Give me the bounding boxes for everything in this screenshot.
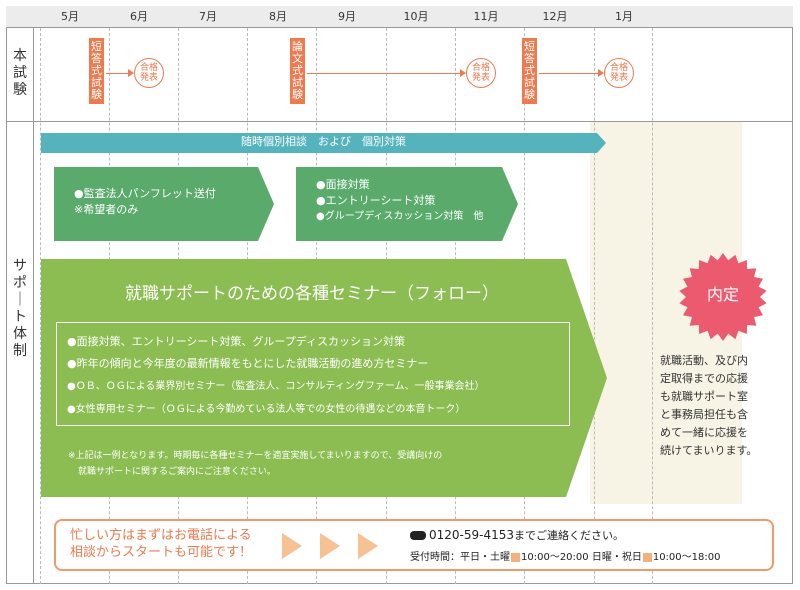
interview-text: ●面接対策 ●エントリーシート対策 ●グループディスカッション対策 他 bbox=[316, 177, 483, 225]
month-label: 1月 bbox=[615, 10, 633, 23]
result-announcement-circle: 合格発表 bbox=[466, 58, 496, 88]
naitei-line: 定取得までの応援 bbox=[660, 372, 748, 385]
interview-item: ●エントリーシート対策 bbox=[316, 194, 436, 207]
arrow-line bbox=[307, 73, 462, 74]
hours-label: 受付時間：平日・土曜 bbox=[410, 552, 510, 563]
result-announcement-circle: 合格発表 bbox=[134, 58, 164, 88]
pamphlet-item: ●監査法人パンフレット送付 bbox=[74, 187, 216, 200]
naitei-line: 続けてまいります。 bbox=[660, 444, 758, 457]
pamphlet-text: ●監査法人パンフレット送付 ※希望者のみ bbox=[74, 186, 216, 218]
seminar-note: 就職サポートに関するご案内にご注意ください。 bbox=[78, 467, 276, 477]
naitei-line: めて一緒に応援を bbox=[660, 426, 748, 439]
arrow-head bbox=[598, 69, 604, 77]
month-label: 11月 bbox=[473, 10, 499, 23]
play-arrows-icon bbox=[282, 533, 378, 559]
seminar-item: ●面接対策、エントリーシート対策、グループディスカッション対策 bbox=[67, 335, 405, 348]
hours-holiday: 10:00～18:00 bbox=[652, 552, 721, 563]
exam-tag-short-answer: 短答式試験 bbox=[89, 38, 104, 104]
seminar-item: ●ＯＢ、ＯＧによる業界別セミナー（監査法人、コンサルティングファーム、一般事業会… bbox=[67, 381, 485, 392]
month-label: 7月 bbox=[199, 10, 217, 23]
seminar-title: 就職サポートのための各種セミナー（フォロー） bbox=[125, 284, 499, 304]
interview-item: ●面接対策 bbox=[316, 178, 370, 191]
month-divider bbox=[652, 28, 653, 584]
exam-tag-short-answer: 短答式試験 bbox=[522, 38, 537, 104]
phone-lead: 忙しい方はまずはお電話による 相談からスタートも可能です！ bbox=[70, 527, 252, 561]
interview-item: ●グループディスカッション対策 他 bbox=[316, 211, 484, 222]
month-label: 10月 bbox=[403, 10, 429, 23]
consultation-banner-shape bbox=[41, 133, 606, 153]
month-divider bbox=[40, 28, 41, 584]
row-label-support: サポ｜ト体制 bbox=[13, 258, 27, 359]
month-label: 6月 bbox=[130, 10, 148, 23]
phone-lead-line: 相談からスタートも可能です！ bbox=[70, 545, 253, 560]
month-label: 5月 bbox=[61, 10, 79, 23]
row-label-exam: 本試験 bbox=[13, 48, 27, 98]
phone-suffix: までご連絡ください。 bbox=[514, 529, 625, 542]
month-header bbox=[6, 6, 793, 28]
hours-holiday-label: 日曜・祝日 bbox=[591, 552, 642, 563]
arrow-line bbox=[539, 73, 600, 74]
month-divider bbox=[594, 28, 595, 584]
phone-number[interactable]: 0120-59-4153 bbox=[429, 528, 515, 542]
pamphlet-box-shape bbox=[54, 167, 274, 241]
row-label-column bbox=[6, 28, 34, 584]
naitei-badge-shape bbox=[679, 253, 767, 341]
naitei-line: 就職活動、及び内 bbox=[660, 354, 748, 367]
phone-contact-panel: 忙しい方はまずはお電話による 相談からスタートも可能です！ 0120-59-41… bbox=[54, 519, 774, 571]
seminar-note: ※上記は一例となります。時期毎に各種セミナーを適宜実施してまいりますので、受講向… bbox=[68, 451, 443, 461]
pamphlet-note: ※希望者のみ bbox=[74, 203, 139, 216]
seminar-arrow-shape bbox=[41, 259, 607, 497]
arrow-line bbox=[106, 73, 130, 74]
month-label: 12月 bbox=[542, 10, 568, 23]
hours-weekday: 10:00～20:00 bbox=[521, 552, 589, 563]
naitei-line: も就職サポート室 bbox=[660, 390, 748, 403]
naitei-badge-label: 内定 bbox=[706, 285, 739, 304]
row-divider bbox=[6, 121, 793, 122]
exam-tag-essay: 論文式試験 bbox=[290, 38, 305, 104]
arrow-head bbox=[128, 69, 134, 77]
phone-line: 0120-59-4153までご連絡ください。 bbox=[410, 527, 624, 543]
naitei-line: と事務局担任も含 bbox=[660, 408, 748, 421]
arrow-head bbox=[460, 69, 466, 77]
naitei-description: 就職活動、及び内 定取得までの応援 も就職サポート室 と事務局担任も含 めて一緒… bbox=[660, 352, 780, 460]
seminar-item: ●女性専用セミナー（ＯＧによる今勤めている法人等での女性の待遇などの本音トーク） bbox=[67, 404, 466, 415]
month-label: 9月 bbox=[338, 10, 356, 23]
hours-marker bbox=[642, 552, 652, 562]
seminar-item: ●昨年の傾向と今年度の最新情報をもとにした就職活動の進め方セミナー bbox=[67, 357, 429, 370]
consultation-banner: 随時個別相談 および 個別対策 bbox=[241, 135, 406, 148]
reception-hours: 受付時間：平日・土曜 10:00～20:00 日曜・祝日 10:00～18:00 bbox=[410, 548, 720, 563]
result-announcement-circle: 合格発表 bbox=[604, 58, 634, 88]
hours-marker bbox=[511, 552, 520, 562]
seminar-list-box: ●面接対策、エントリーシート対策、グループディスカッション対策 ●昨年の傾向と今… bbox=[56, 322, 570, 426]
interview-box-shape bbox=[296, 167, 518, 241]
phone-lead-line: 忙しい方はまずはお電話による bbox=[70, 528, 252, 543]
freedial-icon bbox=[410, 531, 426, 540]
month-label: 8月 bbox=[269, 10, 287, 23]
